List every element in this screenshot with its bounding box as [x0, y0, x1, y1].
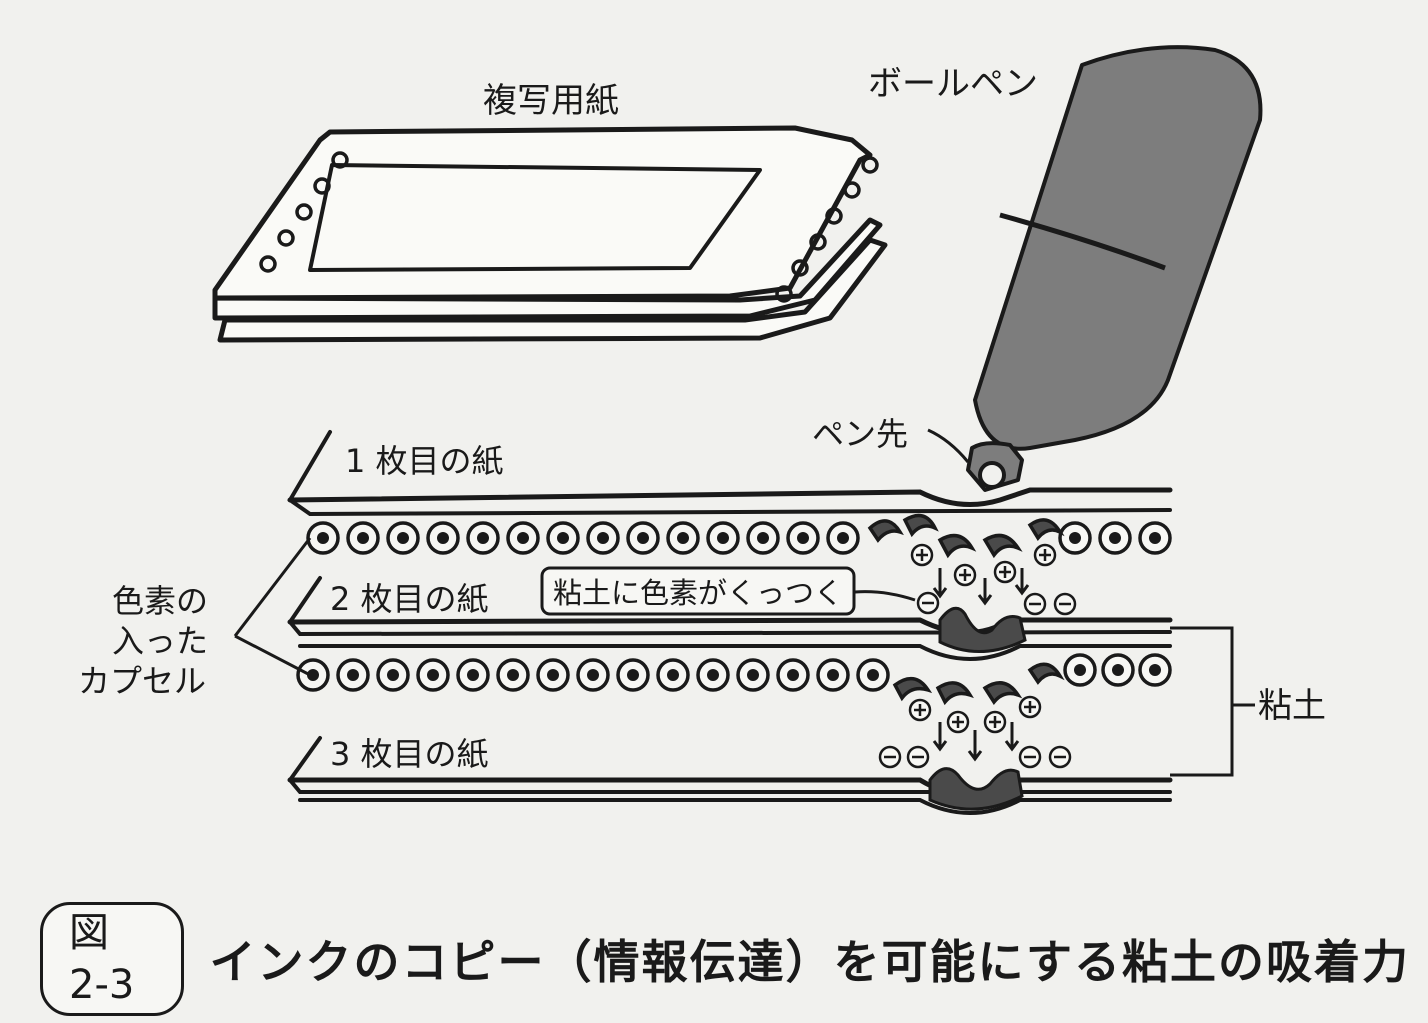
diagram: 複写用紙 ボールペン ペン先 1 枚目の紙 2 枚目の紙 3 枚目の紙 粘土に色…	[78, 45, 1326, 815]
leader-lines	[233, 428, 1255, 777]
capsules-label-line2: 入った	[112, 622, 208, 660]
capsule-row-1	[306, 513, 1172, 559]
clay-label: 粘土	[1258, 686, 1326, 726]
callout-label: 粘土に色素がくっつく	[553, 576, 843, 610]
capsules-label-line3: カプセル	[78, 662, 206, 700]
figure-caption: 図 2-3 インクのコピー（情報伝達）を可能にする粘土の吸着力	[40, 902, 1410, 1016]
carbon-paper-label: 複写用紙	[483, 81, 619, 121]
capsule-row-2	[296, 653, 1172, 706]
figure-title: インクのコピー（情報伝達）を可能にする粘土の吸着力	[209, 935, 1410, 989]
clay-bracket	[1170, 626, 1234, 777]
pen-tip-label: ペン先	[812, 415, 908, 453]
attraction-arrows	[932, 568, 1030, 762]
capsules-label-line1: 色素の	[112, 582, 208, 620]
callout-box	[540, 566, 856, 616]
sheet-2-label: 2 枚目の紙	[330, 580, 489, 618]
sheet-3-label: 3 枚目の紙	[330, 735, 489, 773]
figure-number: 図 2-3	[40, 902, 184, 1016]
clay-deposit-sheet2	[938, 606, 1027, 653]
ballpoint-pen	[966, 45, 1263, 492]
ballpoint-pen-label: ボールペン	[868, 64, 1038, 104]
clay-deposits	[928, 606, 1027, 811]
carbon-paper-stack	[212, 125, 888, 343]
pen-ball	[978, 461, 1006, 489]
sheet-1-label: 1 枚目の紙	[345, 442, 504, 480]
charges-and-arrows	[878, 543, 1077, 769]
clay-deposit-sheet3	[928, 767, 1024, 811]
